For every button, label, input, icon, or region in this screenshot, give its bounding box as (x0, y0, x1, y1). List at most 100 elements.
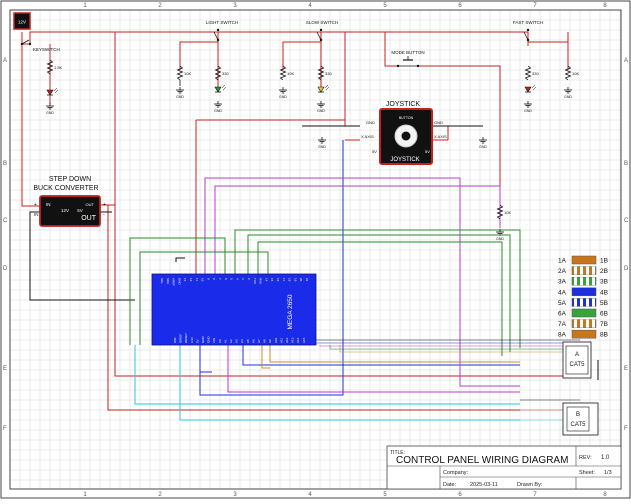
mega-top-pin-label: 21 (305, 278, 309, 282)
legend-b-label: 6B (600, 311, 608, 318)
legend-a-label: 6A (558, 311, 567, 318)
legend-swatch-stripe (580, 298, 583, 307)
sheet-label: Sheet: (579, 470, 595, 476)
buck-5v-label: 5V (77, 208, 83, 213)
red-wire (22, 31, 529, 46)
col-label: 2 (158, 492, 162, 498)
ground-symbol: GND (279, 87, 287, 99)
mega-top-pin-label: 20 (299, 278, 303, 282)
col-label: 8 (603, 492, 607, 498)
legend-b-label: 1B (600, 258, 608, 265)
joystick-title: JOYSTICK (386, 101, 421, 108)
row-label: D (624, 266, 629, 272)
led (46, 87, 59, 96)
red-wire (418, 65, 501, 228)
mega-top-pin-label: 14 (264, 278, 268, 282)
keyswitch: KEYSWITCH (20, 39, 60, 52)
mega-top-pin-label: AREF (172, 278, 176, 286)
mega-bottom-pin-label: IOREF (179, 334, 183, 343)
cat5-connector-b: B CAT5 (562, 402, 599, 436)
mega-top-pin-label: 11 (195, 278, 199, 281)
ground-symbol: GND (176, 87, 184, 99)
joystick-gnd-left: GND (366, 120, 375, 125)
blue-wire (242, 345, 520, 366)
row-label: A (3, 58, 7, 64)
legend-swatch-stripe (592, 277, 595, 286)
mega-bottom-pin-label: A9 (268, 339, 272, 343)
mega-bottom-pin-label: A12 (285, 337, 289, 343)
legend-swatch (571, 266, 597, 275)
cyan-wire (134, 345, 520, 405)
legend-swatch-stripe (580, 319, 583, 328)
mega-top-pin-label: 10 (201, 278, 205, 282)
legend-a-label: 5A (558, 300, 567, 307)
row-label: A (624, 58, 628, 64)
toggle-switch (316, 28, 323, 42)
joystick-button-label: BUTTON (399, 116, 414, 120)
mega-bottom-pin-label: 3.3V (190, 337, 194, 343)
buck-12v-label: 12V (61, 208, 69, 213)
joystick-gnd-right: GND (434, 120, 443, 125)
connector-b-letter: B (576, 412, 580, 418)
mega-top-pin-label: 16 (276, 278, 280, 282)
joystick-xaxis-left: X AXIS (361, 134, 374, 139)
components: 1.5KGND10KGND330GND10KGND330GND330GND10K… (46, 28, 579, 241)
inner-border (9, 9, 622, 490)
led (317, 84, 330, 93)
mega-bottom-pin-label: A3 (235, 339, 239, 343)
red-wire (114, 205, 585, 377)
legend-a-label: 8A (558, 332, 567, 339)
red-wire (384, 32, 398, 67)
mega-bottom-pin-label: A14 (296, 337, 300, 343)
fast-switch-label: FAST SWITCH (513, 20, 543, 25)
legend-a-label: 1A (558, 258, 567, 265)
buck-out-label: OUT (81, 215, 97, 222)
gnd-text: GND (564, 95, 572, 99)
buck-title-2: BUCK CONVERTER (33, 185, 98, 192)
legend-a-label: 4A (558, 289, 567, 296)
col-label: 8 (603, 3, 607, 9)
orange-wire (339, 345, 580, 353)
gnd-text: GND (46, 111, 54, 115)
red-wire (100, 32, 116, 206)
led (524, 84, 537, 93)
blue-wire (309, 342, 580, 345)
legend-swatch-stripe (574, 266, 577, 275)
joystick-5v-right: 5V (425, 149, 430, 154)
gnd-text: GND (496, 237, 504, 241)
gnd-text: GND (214, 109, 222, 113)
keyswitch-label: KEYSWITCH (33, 47, 60, 52)
ground-symbol: GND (317, 101, 325, 113)
mega-bottom-pin-label: A11 (279, 338, 283, 343)
resistor: 330 (317, 65, 332, 81)
ground-symbol: GND (479, 137, 487, 149)
legend-swatch (571, 298, 597, 307)
row-label: E (624, 366, 628, 372)
mega-top-pin-label: 13 (183, 278, 187, 282)
ground-symbol: GND (524, 101, 532, 113)
row-label: F (624, 426, 628, 432)
black-wire (175, 257, 185, 262)
row-label: E (3, 366, 7, 372)
mega-bottom-pin-label: A13 (291, 337, 295, 343)
mega-top-pin-label: 12 (189, 278, 193, 282)
ground-symbol: GND (214, 101, 222, 113)
gnd-text: GND (318, 145, 326, 149)
ground-symbol: GND (564, 87, 572, 99)
gnd-text: GND (479, 145, 487, 149)
resistor-label: 330 (325, 71, 332, 76)
mode-button-label: MODE BUTTON (391, 50, 424, 55)
legend-swatch-stripe (586, 277, 589, 286)
red-wire (21, 32, 40, 207)
row-label: B (3, 161, 7, 167)
mega-top-pin-label: 19 (293, 278, 297, 282)
legend-row: 1A 1B (558, 255, 608, 265)
diagram-title: CONTROL PANEL WIRING DIAGRAM (396, 455, 568, 466)
purple-wire (227, 345, 520, 393)
legend-swatch (571, 308, 597, 318)
mega-top-pin-label: 7 (218, 278, 222, 280)
resistor: 10K (279, 65, 294, 81)
